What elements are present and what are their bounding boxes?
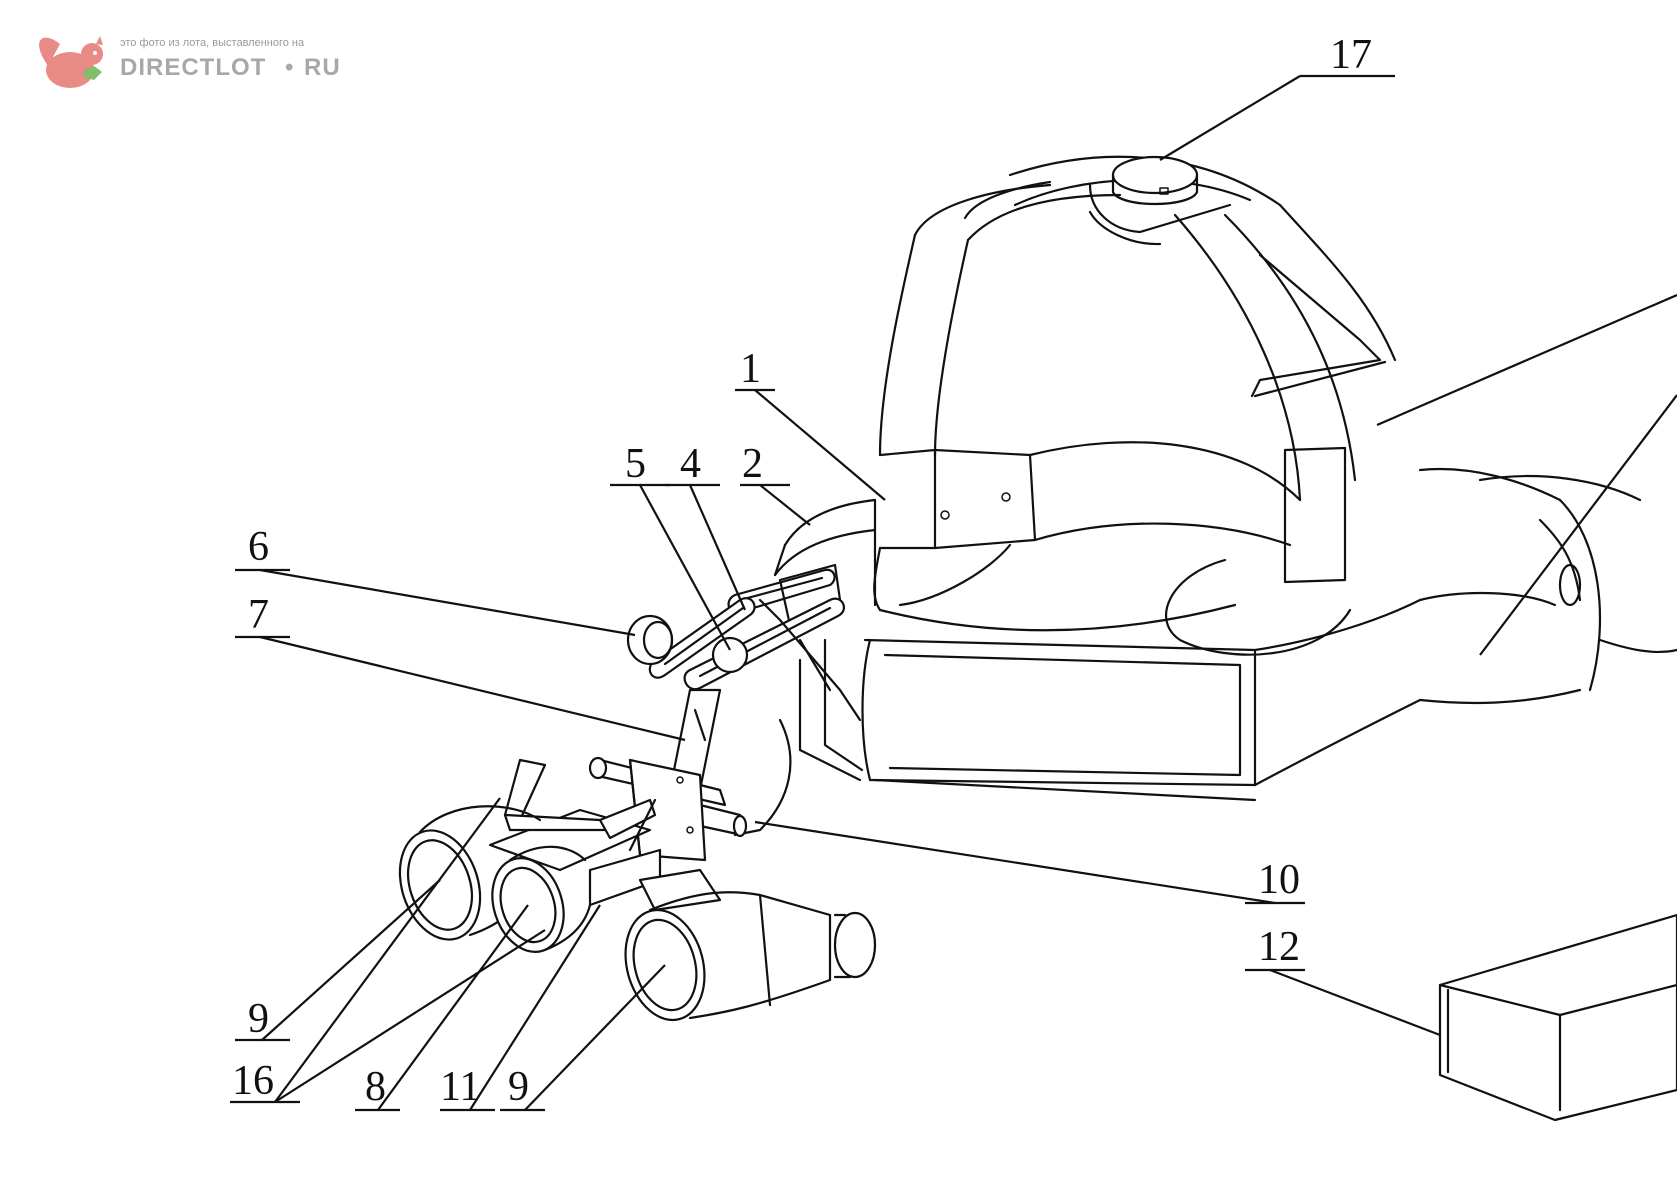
label-1: 1 <box>740 346 761 392</box>
squirrel-logo-icon <box>39 36 103 88</box>
label-9-right: 9 <box>508 1064 529 1110</box>
watermark-separator: • <box>285 54 294 81</box>
label-7: 7 <box>248 592 269 638</box>
headband <box>773 155 1677 802</box>
label-10: 10 <box>1258 857 1300 903</box>
label-5: 5 <box>625 441 646 487</box>
label-4: 4 <box>680 441 701 487</box>
part-labels: 17 1 2 4 5 6 7 10 12 9 16 8 11 9 <box>232 32 1372 1110</box>
label-16: 16 <box>232 1058 274 1104</box>
label-12: 12 <box>1258 924 1300 970</box>
watermark: это фото из лота, выставленного на DIREC… <box>39 36 341 88</box>
label-17: 17 <box>1330 32 1372 78</box>
watermark-brand: DIRECTLOT <box>120 54 266 81</box>
loupe-arm-assembly <box>626 563 862 837</box>
label-2: 2 <box>742 441 763 487</box>
label-6: 6 <box>248 524 269 570</box>
label-9-left: 9 <box>248 996 269 1042</box>
watermark-tld: RU <box>304 54 341 81</box>
label-8: 8 <box>365 1064 386 1110</box>
battery-pack <box>1438 913 1677 1122</box>
watermark-caption: это фото из лота, выставленного на <box>120 37 305 49</box>
binocular-loupe <box>398 756 877 1022</box>
label-11: 11 <box>440 1064 480 1110</box>
leader-lines <box>230 74 1677 1112</box>
